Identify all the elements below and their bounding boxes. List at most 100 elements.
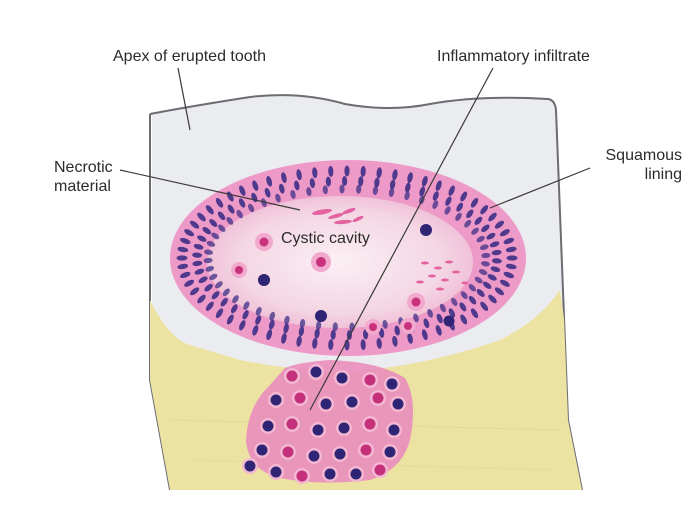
epithelial-nucleus: [478, 269, 488, 276]
epithelial-nucleus: [189, 220, 200, 229]
epithelial-nucleus: [239, 185, 246, 196]
infiltrate-cell: [286, 370, 298, 382]
epithelial-nucleus: [476, 235, 485, 243]
epithelial-nucleus: [470, 308, 479, 319]
epithelial-nucleus: [456, 202, 464, 212]
leader-infiltrate: [309, 67, 494, 411]
epithelial-nucleus: [266, 329, 273, 341]
infiltrate-cell: [308, 450, 320, 462]
epithelial-nucleus: [209, 219, 218, 227]
epithelial-nucleus: [189, 287, 200, 296]
epithelial-nucleus: [494, 220, 505, 229]
epithelial-nucleus: [281, 332, 287, 344]
infiltrate-cell: [392, 398, 404, 410]
epithelial-nucleus: [486, 232, 496, 240]
epithelial-nucleus: [489, 241, 500, 248]
epithelial-nucleus: [460, 314, 468, 325]
epithelial-nucleus: [197, 294, 206, 304]
epithelial-nucleus: [312, 167, 318, 179]
epithelial-nucleus: [284, 315, 290, 325]
label-cystic-cavity: Cystic cavity: [281, 230, 370, 247]
epithelial-nucleus: [299, 318, 306, 328]
epithelial-nucleus: [466, 209, 474, 219]
epithelial-nucleus: [488, 212, 497, 222]
leader-necrotic: [119, 169, 301, 211]
epithelial-nucleus: [236, 210, 243, 219]
epithelial-nucleus: [382, 319, 388, 329]
infiltrate-cell: [350, 468, 362, 480]
epithelial-nucleus: [205, 205, 214, 215]
infiltrate-cell: [262, 420, 274, 432]
epithelial-nucleus: [405, 182, 411, 193]
epithelial-nucleus: [360, 339, 366, 351]
epithelial-nucleus: [309, 178, 316, 189]
epithelial-nucleus: [296, 335, 302, 347]
epithelial-nucleus: [413, 313, 419, 323]
infiltrate-cell: [388, 424, 400, 436]
label-inflammatory-infiltrate: Inflammatory infiltrate: [437, 48, 590, 65]
epithelial-nucleus: [281, 172, 287, 184]
infiltrate-cell: [334, 448, 346, 460]
epithelial-nucleus: [232, 295, 239, 304]
infiltrate-cell: [244, 460, 256, 472]
epithelial-nucleus: [341, 176, 348, 186]
epithelial-nucleus: [494, 287, 505, 296]
epithelial-nucleus: [202, 227, 212, 235]
infiltrate-cell: [338, 422, 350, 434]
epithelial-nucleus: [455, 212, 462, 221]
epithelial-nucleus: [184, 279, 195, 287]
epithelial-nucleus: [279, 183, 285, 194]
epithelial-nucleus: [226, 314, 234, 325]
epithelial-nucleus: [360, 165, 366, 177]
epithelial-nucleus: [482, 281, 492, 289]
epithelial-nucleus: [179, 271, 191, 279]
epithelial-nucleus: [192, 260, 203, 267]
infiltrate-cell: [384, 446, 396, 458]
label-necrotic-line2: material: [54, 178, 111, 195]
epithelial-nucleus: [226, 217, 234, 225]
epithelial-nucleus: [294, 180, 300, 191]
infiltrate-cell: [346, 396, 358, 408]
epithelial-nucleus: [378, 327, 385, 338]
epithelial-nucleus: [217, 224, 226, 232]
epithelial-nucleus: [306, 187, 312, 197]
epithelial-nucleus: [499, 229, 510, 237]
epithelial-nucleus: [374, 177, 380, 188]
epithelial-nucleus: [204, 249, 213, 255]
epithelial-nucleus: [211, 291, 220, 300]
epithelial-nucleus: [459, 302, 467, 312]
epithelial-nucleus: [239, 320, 246, 331]
label-squamous-line1: Squamous: [605, 147, 683, 164]
epithelial-nucleus: [252, 180, 259, 191]
epithelial-nucleus: [376, 337, 382, 349]
epithelial-nucleus: [211, 232, 220, 240]
epithelial-nucleus: [451, 297, 458, 306]
epithelial-nucleus: [192, 252, 203, 258]
epithelial-nucleus: [505, 246, 517, 253]
epithelial-nucleus: [275, 193, 281, 203]
epithelial-nucleus: [488, 294, 497, 304]
label-necrotic-material: Necrotic material: [54, 158, 113, 196]
epithelial-nucleus: [490, 266, 501, 273]
epithelial-nucleus: [404, 191, 410, 201]
label-squamous-line2: lining: [644, 166, 682, 183]
epithelial-nucleus: [184, 229, 195, 237]
epithelial-nucleus: [215, 197, 224, 208]
epithelial-nucleus: [322, 185, 328, 195]
epithelial-nucleus: [217, 211, 226, 221]
epithelial-nucleus: [315, 321, 322, 330]
epithelial-nucleus: [242, 310, 249, 320]
epithelial-nucleus: [481, 252, 491, 259]
epithelial-nucleus: [480, 301, 489, 311]
infiltrate-cell: [372, 392, 384, 404]
epithelial-nucleus: [436, 313, 443, 324]
epithelial-nucleus: [204, 283, 213, 292]
infiltrate-cell: [386, 378, 398, 390]
epithelial-nucleus: [499, 279, 510, 287]
epithelial-nucleus: [503, 237, 515, 245]
epithelial-nucleus: [193, 243, 204, 250]
label-apex: Apex of erupted tooth: [113, 48, 266, 65]
cavity-cells: [231, 224, 455, 335]
epithelial-nucleus: [487, 274, 497, 281]
epithelial-nucleus: [392, 335, 398, 347]
